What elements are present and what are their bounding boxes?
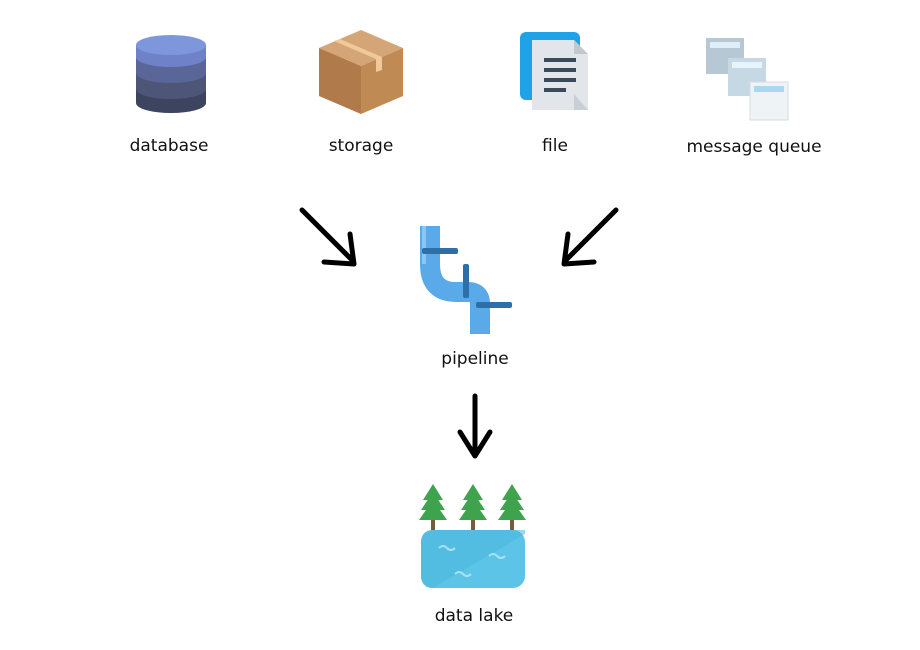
tree-icon-2 (459, 484, 487, 532)
database-label: database (129, 136, 209, 156)
pipeline-label: pipeline (441, 349, 509, 369)
database-icon (136, 35, 206, 113)
tree-icon-1 (419, 484, 447, 532)
storage-label: storage (328, 136, 394, 156)
arrow-file-to-pipeline (561, 207, 619, 267)
document-icon (520, 32, 588, 110)
lake-icon (419, 484, 526, 588)
pipe-icon (420, 226, 512, 334)
data-lake-label: data lake (434, 606, 514, 626)
tree-icon-3 (498, 484, 526, 532)
message-queue-icon (706, 38, 789, 121)
box-icon (319, 30, 403, 114)
arrow-database-to-pipeline (299, 207, 357, 267)
arrow-pipeline-to-lake (457, 393, 493, 459)
file-label: file (542, 136, 568, 156)
message-queue-label: message queue (686, 137, 822, 157)
